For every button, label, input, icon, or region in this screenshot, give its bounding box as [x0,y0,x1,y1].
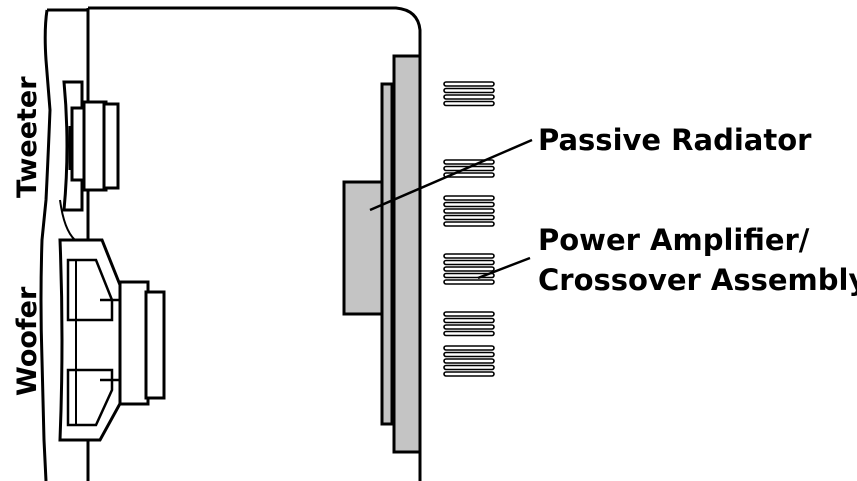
amplifier-heatsink-slots [443,81,495,377]
amplifier-label-line1: Power Amplifier/ [538,223,810,257]
woofer-cone-upper [66,258,114,322]
woofer-assembly [58,238,166,442]
woofer-magnet [118,280,150,406]
baffle-inner-curve [59,199,76,241]
tweeter-assembly [62,80,120,212]
heatsink-slot [443,253,495,259]
enclosure-outline [88,6,422,481]
heatsink-slot [443,172,495,178]
heatsink-slot [443,330,495,337]
heatsink-slot [443,195,495,201]
heatsink-slot [443,266,495,272]
heatsink-slot [443,100,495,107]
heatsink-slot [443,345,495,351]
heatsink-slot [443,364,495,371]
heatsink-slot [443,279,495,285]
heatsink-slot [443,259,495,266]
heatsink-slot [443,317,495,324]
passive-radiator-assembly [342,54,422,454]
woofer-back-plate [144,290,166,400]
woofer-cone-lower [66,368,114,427]
amplifier-label-line2: Crossover Assembly [538,263,857,297]
heatsink-slot [443,208,495,214]
heatsink-slot [443,371,495,377]
woofer-basket [58,238,124,442]
heatsink-slot [443,358,495,364]
heatsink-slot [443,81,495,87]
heatsink-slot [443,94,495,100]
amplifier-leader [477,256,531,280]
heatsink-slot [443,201,495,208]
heatsink-slot [443,311,495,317]
tweeter-label: Tweeter [12,76,43,198]
woofer-label: Woofer [12,286,43,396]
passive-radiator-panel [392,54,422,454]
heatsink-slot [443,87,495,94]
passive-radiator-label: Passive Radiator [538,123,812,157]
tweeter-back-plate [102,102,120,190]
heatsink-slot [443,324,495,330]
heatsink-slot [443,214,495,221]
passive-radiator-rim [380,82,394,426]
heatsink-slot [443,221,495,227]
passive-radiator-leader [369,138,533,212]
heatsink-slot [443,351,495,358]
front-baffle [39,9,52,481]
